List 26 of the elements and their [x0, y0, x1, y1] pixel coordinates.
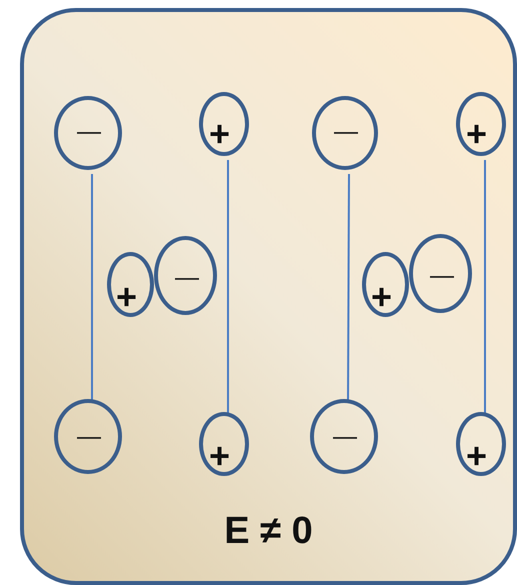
charge-oval [54, 399, 122, 474]
charge-oval [199, 92, 249, 156]
plus-sign: + [116, 279, 138, 315]
charge-oval [154, 236, 217, 315]
charge-oval [199, 412, 249, 476]
minus-sign: — [430, 264, 454, 288]
plus-sign: + [466, 116, 488, 152]
field-label: E ≠ 0 [223, 510, 314, 553]
minus-sign: — [77, 425, 101, 449]
charge-oval [107, 252, 154, 317]
plus-sign: + [466, 438, 488, 474]
minus-sign: — [175, 266, 199, 290]
minus-sign: — [77, 120, 101, 144]
minus-sign: — [334, 120, 358, 144]
plus-sign: + [209, 116, 230, 152]
minus-sign: — [333, 425, 357, 449]
rounded-panel [20, 8, 517, 585]
charge-oval [456, 412, 506, 476]
plus-sign: + [209, 438, 230, 474]
charge-oval [456, 92, 506, 156]
charge-oval [312, 96, 378, 170]
charge-oval [409, 234, 472, 313]
charge-oval [362, 252, 409, 317]
charge-oval [54, 96, 122, 170]
plus-sign: + [371, 279, 392, 315]
charge-oval [310, 399, 378, 474]
